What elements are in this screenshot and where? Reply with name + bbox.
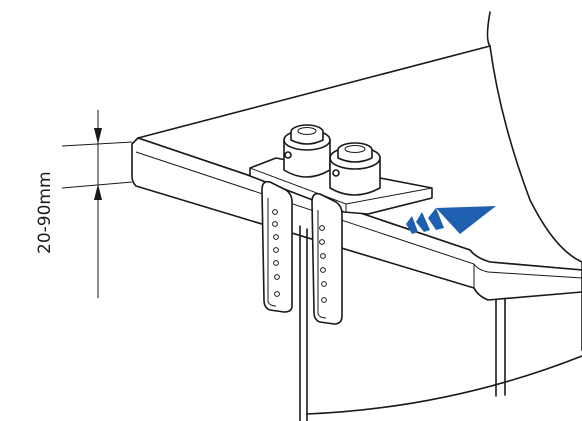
arrow-right-icon: [406, 206, 496, 234]
arrow-stripe-3: [428, 208, 444, 230]
wall-curve: [486, 11, 491, 47]
desk-front-edge: [131, 137, 582, 301]
clamp-bracket-left: [261, 180, 293, 313]
arrow-head: [436, 206, 496, 234]
thickness-dimension: 20-90mm: [35, 110, 133, 298]
pole-sleeve-left: [283, 124, 331, 178]
dimension-label: 20-90mm: [35, 171, 55, 254]
clamp-bracket-right: [311, 192, 343, 325]
pole-sleeve-right: [329, 142, 381, 196]
arrow-stripe-2: [416, 212, 430, 232]
arrow-stripe-1: [406, 216, 418, 234]
